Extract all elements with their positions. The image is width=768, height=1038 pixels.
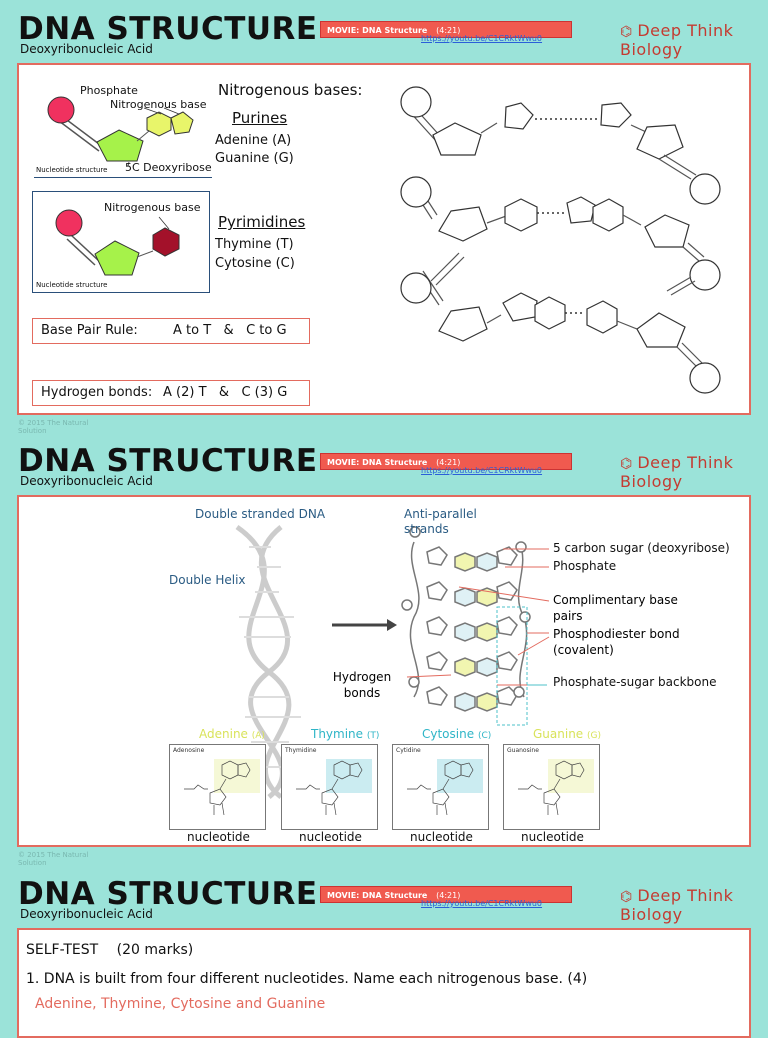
nucleotide-underline bbox=[34, 177, 212, 178]
deoxyribose-label: 5C Deoxyribose bbox=[125, 161, 212, 174]
answer-1: Adenine, Thymine, Cytosine and Guanine bbox=[35, 996, 326, 1012]
bases-heading: Nitrogenous bases: bbox=[218, 81, 363, 99]
movie-button-2[interactable]: MOVIE: DNA Structure (4:21) bbox=[320, 453, 572, 470]
nucleotide-footer-2: nucleotide bbox=[410, 830, 473, 844]
self-test-heading: SELF-TEST (20 marks) bbox=[26, 942, 193, 958]
movie-link-1[interactable]: https://youtu.be/C1CRktWwu0 bbox=[421, 34, 543, 43]
nucleotide-base-label-1: Thymine (T) bbox=[311, 727, 379, 741]
brand-1[interactable]: ⌬ Deep Think Biology bbox=[620, 21, 768, 59]
movie-time-2: (4:21) bbox=[436, 458, 461, 467]
page-title-3: DNA STRUCTURE bbox=[18, 876, 318, 912]
nucleotide-base-name: Guanine bbox=[533, 727, 584, 741]
double-helix-diagram bbox=[235, 524, 550, 799]
nucleotide-structure-icon bbox=[184, 760, 251, 816]
self-test-title: SELF-TEST bbox=[26, 942, 99, 958]
double-stranded-label: Double stranded DNA bbox=[195, 507, 326, 521]
page-subtitle-3: Deoxyribonucleic Acid bbox=[20, 907, 153, 921]
nucleotide-box-2 bbox=[32, 191, 210, 293]
question-1: 1. DNA is built from four different nucl… bbox=[26, 971, 588, 987]
nucleotide-base-name: Thymine bbox=[311, 727, 364, 741]
movie-label-1: MOVIE: DNA Structure bbox=[327, 26, 428, 35]
nucleotide-structure-icon bbox=[296, 760, 363, 816]
sugar-label: 5 carbon sugar (deoxyribose) bbox=[553, 541, 730, 555]
nucleotide-base-letter: (T) bbox=[366, 731, 380, 741]
complementary-pairs-label: Complimentary base pairs bbox=[553, 593, 678, 623]
nucleotide-card-0: Adenosine bbox=[169, 744, 266, 830]
hydrogen-bonds-label: Hydrogen bonds: bbox=[41, 385, 153, 400]
brand-2[interactable]: ⌬ Deep Think Biology bbox=[620, 453, 768, 491]
phosphodiester-label: Phosphodiester bond (covalent) bbox=[553, 627, 680, 657]
page-subtitle-2: Deoxyribonucleic Acid bbox=[20, 474, 153, 488]
nucleotide-base-name: Cytosine bbox=[422, 727, 475, 741]
page-title-1: DNA STRUCTURE bbox=[18, 11, 318, 47]
nucleotide-base-label-0: Adenine (A) bbox=[199, 727, 265, 741]
nucleotide-footer-1: nucleotide bbox=[299, 830, 362, 844]
nucleotide-base-name: Adenine bbox=[199, 727, 248, 741]
pyrimidine-cytosine: Cytosine (C) bbox=[215, 256, 295, 271]
nucleotide-footer-0: nucleotide bbox=[187, 830, 250, 844]
slide1-panel: Phosphate Nitrogenous base 5C Deoxyribos… bbox=[17, 63, 751, 415]
page-subtitle-1: Deoxyribonucleic Acid bbox=[20, 42, 153, 56]
double-helix-label: Double Helix bbox=[169, 573, 246, 587]
anti-parallel-label: Anti-parallel strands bbox=[404, 507, 477, 536]
nucleotide-card-name: Thymidine bbox=[285, 747, 317, 754]
pyrimidine-thymine: Thymine (T) bbox=[215, 237, 294, 252]
movie-label-3: MOVIE: DNA Structure bbox=[327, 891, 428, 900]
nucleotide-structure-icon bbox=[407, 760, 474, 816]
nucleotide-base-label-2: Cytosine (C) bbox=[422, 727, 491, 741]
movie-button-1[interactable]: MOVIE: DNA Structure (4:21) bbox=[320, 21, 572, 38]
nucleotide-structure-label-2: Nucleotide structure bbox=[36, 281, 108, 289]
nucleotide-card-name: Adenosine bbox=[173, 747, 205, 754]
purines-heading: Purines bbox=[232, 109, 288, 127]
movie-link-3[interactable]: https://youtu.be/C1CRktWwu0 bbox=[421, 899, 543, 908]
hydrogen-bonds-value: A (2) T & C (3) G bbox=[163, 385, 288, 400]
phosphate-label: Phosphate bbox=[80, 84, 138, 97]
nitrogenous-base-label: Nitrogenous base bbox=[110, 98, 207, 111]
nucleotide-structure-icon bbox=[518, 760, 585, 816]
copyright-2: © 2015 The Natural Solution bbox=[18, 851, 89, 867]
dna-helix-icon: ⌬ bbox=[620, 24, 633, 40]
slide3-panel: SELF-TEST (20 marks) 1. DNA is built fro… bbox=[17, 928, 751, 1038]
nucleotide-card-name: Cytidine bbox=[396, 747, 421, 754]
purine-adenine: Adenine (A) bbox=[215, 133, 292, 148]
movie-link-2[interactable]: https://youtu.be/C1CRktWwu0 bbox=[421, 466, 543, 475]
nucleotide-base-label-3: Guanine (G) bbox=[533, 727, 601, 741]
brand-name-1: Deep Think Biology bbox=[620, 21, 734, 59]
movie-label-2: MOVIE: DNA Structure bbox=[327, 458, 428, 467]
dna-helix-icon: ⌬ bbox=[620, 889, 633, 905]
nucleotide-card-1: Thymidine bbox=[281, 744, 378, 830]
nucleotide-diagrams bbox=[47, 86, 721, 394]
nitrogenous-base-label-2: Nitrogenous base bbox=[104, 201, 201, 214]
phosphate-label-2: Phosphate bbox=[553, 559, 617, 573]
nucleotide-base-letter: (C) bbox=[477, 731, 492, 741]
hydrogen-bonds-label-2: Hydrogen bonds bbox=[332, 670, 392, 700]
self-test-marks: (20 marks) bbox=[116, 942, 194, 958]
brand-name-2: Deep Think Biology bbox=[620, 453, 734, 491]
base-pair-rule-label: Base Pair Rule: bbox=[41, 323, 138, 338]
page-title-2: DNA STRUCTURE bbox=[18, 443, 318, 479]
nucleotide-base-letter: (G) bbox=[587, 731, 602, 741]
nucleotide-card-2: Cytidine bbox=[392, 744, 489, 830]
movie-time-1: (4:21) bbox=[436, 26, 461, 35]
movie-time-3: (4:21) bbox=[436, 891, 461, 900]
brand-name-3: Deep Think Biology bbox=[620, 886, 734, 924]
base-pair-rule-value: A to T & C to G bbox=[173, 323, 287, 338]
hydrogen-bonds-box: Hydrogen bonds: A (2) T & C (3) G bbox=[32, 380, 310, 406]
backbone-label: Phosphate-sugar backbone bbox=[553, 675, 717, 689]
nucleotide-base-letter: (A) bbox=[251, 731, 265, 741]
pyrimidines-heading: Pyrimidines bbox=[218, 213, 306, 231]
base-pair-rule-box: Base Pair Rule: A to T & C to G bbox=[32, 318, 310, 344]
purine-guanine: Guanine (G) bbox=[215, 151, 294, 166]
dna-helix-icon: ⌬ bbox=[620, 456, 633, 472]
movie-button-3[interactable]: MOVIE: DNA Structure (4:21) bbox=[320, 886, 572, 903]
brand-3[interactable]: ⌬ Deep Think Biology bbox=[620, 886, 768, 924]
copyright-1: © 2015 The Natural Solution bbox=[18, 419, 89, 435]
nucleotide-structure-label: Nucleotide structure bbox=[36, 166, 108, 174]
slide2-panel: Double stranded DNA Double Helix Anti-pa… bbox=[17, 495, 751, 847]
nucleotide-footer-3: nucleotide bbox=[521, 830, 584, 844]
nucleotide-card-name: Guanosine bbox=[507, 747, 539, 754]
nucleotide-card-3: Guanosine bbox=[503, 744, 600, 830]
